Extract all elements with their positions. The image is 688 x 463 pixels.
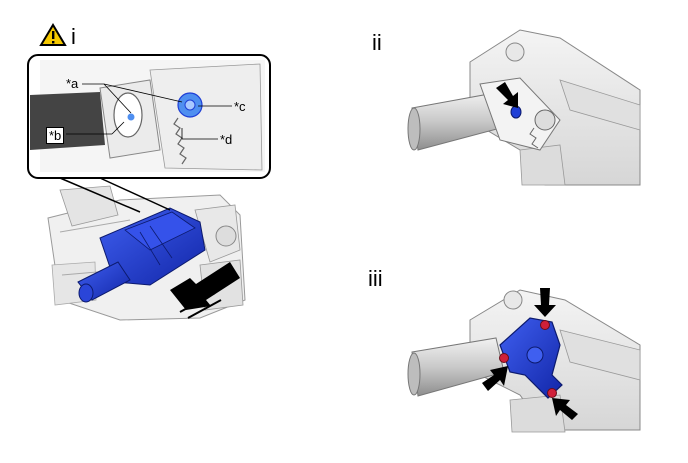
pin-part bbox=[510, 105, 522, 119]
step3-arrow-left bbox=[482, 366, 508, 391]
callout-c: *c bbox=[234, 99, 246, 114]
callout-d: *d bbox=[220, 132, 233, 147]
step-label-iii: iii bbox=[368, 266, 383, 291]
step1-assembly-illustration bbox=[47, 185, 246, 321]
detail-inset bbox=[27, 54, 271, 213]
power-seat-motor-part bbox=[77, 207, 206, 303]
step2-arrow bbox=[496, 82, 518, 108]
step3-arrow-top bbox=[534, 288, 556, 317]
pin-highlight bbox=[127, 113, 135, 121]
install-direction-arrow bbox=[170, 262, 240, 319]
step2-illustration bbox=[407, 29, 641, 186]
step3-illustration bbox=[407, 288, 641, 433]
step-label-ii: ii bbox=[372, 30, 382, 55]
bolt-left bbox=[499, 353, 509, 363]
callout-b: *b bbox=[46, 127, 65, 144]
bolt-bottom bbox=[547, 388, 557, 398]
step3-arrow-bottom bbox=[552, 398, 578, 420]
step-label-i: i bbox=[71, 24, 76, 49]
bolt-top bbox=[540, 320, 550, 330]
callout-a: *a bbox=[66, 76, 79, 91]
caution-icon bbox=[39, 23, 67, 46]
